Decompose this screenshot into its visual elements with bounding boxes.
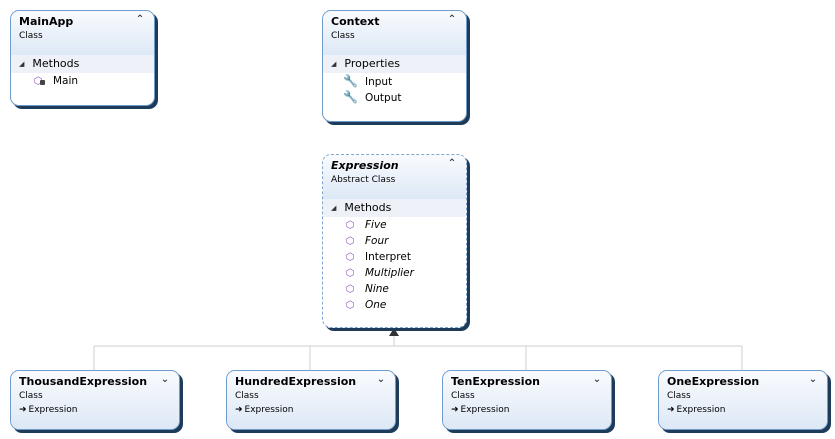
class-header: MainApp Class ⌃ [11, 11, 154, 55]
class-name: ThousandExpression [19, 375, 148, 388]
method-icon: ⬡ [345, 236, 355, 247]
private-lock-icon [40, 80, 45, 85]
collapse-chevron-icon[interactable]: ⌃ [447, 14, 457, 25]
member-label: Interpret [365, 251, 411, 263]
class-name: MainApp [19, 15, 74, 28]
member-label: Input [365, 76, 393, 88]
class-thousandexpression[interactable]: ThousandExpression Class ➜Expression ⌄ [10, 370, 180, 430]
class-name: Expression [331, 159, 399, 172]
member-label: Four [365, 235, 389, 247]
class-oneexpression[interactable]: OneExpression Class ➜Expression ⌄ [658, 370, 828, 430]
section-label: Methods [344, 201, 392, 214]
expand-chevron-icon[interactable]: ⌄ [376, 374, 386, 385]
method-icon: ⬡ [345, 268, 355, 279]
base-class: ➜Expression [235, 404, 387, 416]
inheritance-arrowhead [389, 328, 399, 336]
class-context[interactable]: Context Class ⌃ ◢ Properties 🔧 Input 🔧 Outp… [322, 10, 467, 122]
class-expression[interactable]: Expression Abstract Class ⌃ ◢ Methods ⬡ Fi… [322, 154, 467, 328]
class-name: HundredExpression [235, 375, 357, 388]
class-stereotype: Class [235, 391, 259, 401]
class-header: TenExpression Class ➜Expression ⌄ [443, 371, 611, 429]
method-icon: ⬡ [345, 252, 355, 263]
class-stereotype: Class [19, 391, 43, 401]
class-name: TenExpression [451, 375, 540, 388]
class-header: HundredExpression Class ➜Expression ⌄ [227, 371, 395, 429]
properties-section: ◢ Properties 🔧 Input 🔧 Output [323, 55, 466, 105]
collapse-chevron-icon[interactable]: ⌃ [447, 158, 457, 169]
member-five[interactable]: ⬡ Five [323, 217, 466, 233]
wrench-icon: 🔧 [343, 74, 358, 88]
class-header: OneExpression Class ➜Expression ⌄ [659, 371, 827, 429]
member-one[interactable]: ⬡ One [323, 297, 466, 313]
section-label: Properties [344, 57, 400, 70]
class-stereotype: Class [451, 391, 475, 401]
inherit-arrow-icon: ➜ [451, 405, 459, 415]
inherit-arrow-icon: ➜ [235, 405, 243, 415]
class-name: Context [331, 15, 380, 28]
class-name: OneExpression [667, 375, 760, 388]
base-class-name: Expression [28, 405, 78, 415]
expand-chevron-icon[interactable]: ⌄ [592, 374, 602, 385]
class-stereotype: Class [19, 31, 43, 41]
member-label: Five [365, 219, 387, 231]
member-label: One [365, 299, 387, 311]
collapse-triangle-icon: ◢ [19, 60, 25, 68]
expand-chevron-icon[interactable]: ⌄ [160, 374, 170, 385]
member-input[interactable]: 🔧 Input [323, 73, 466, 89]
member-four[interactable]: ⬡ Four [323, 233, 466, 249]
section-toggle-methods[interactable]: ◢ Methods [11, 55, 154, 73]
member-output[interactable]: 🔧 Output [323, 89, 466, 105]
class-tenexpression[interactable]: TenExpression Class ➜Expression ⌄ [442, 370, 612, 430]
wrench-icon: 🔧 [343, 90, 358, 104]
inherit-arrow-icon: ➜ [19, 405, 27, 415]
base-class-name: Expression [676, 405, 726, 415]
method-icon: ⬡ [33, 76, 43, 87]
base-class-name: Expression [460, 405, 510, 415]
member-label: Multiplier [365, 267, 414, 279]
member-interpret[interactable]: ⬡ Interpret [323, 249, 466, 265]
collapse-triangle-icon: ◢ [331, 60, 337, 68]
section-label: Methods [32, 57, 80, 70]
class-hundredexpression[interactable]: HundredExpression Class ➜Expression ⌄ [226, 370, 396, 430]
base-class-name: Expression [244, 405, 294, 415]
member-label: Nine [365, 283, 389, 295]
class-stereotype: Class [331, 31, 355, 41]
method-icon: ⬡ [345, 300, 355, 311]
expand-chevron-icon[interactable]: ⌄ [808, 374, 818, 385]
member-multiplier[interactable]: ⬡ Multiplier [323, 265, 466, 281]
class-header: ThousandExpression Class ➜Expression ⌄ [11, 371, 179, 429]
base-class: ➜Expression [19, 404, 171, 416]
member-label: Main [53, 75, 79, 87]
collapse-triangle-icon: ◢ [331, 204, 337, 212]
class-stereotype: Class [667, 391, 691, 401]
member-label: Output [365, 92, 402, 104]
collapse-chevron-icon[interactable]: ⌃ [135, 14, 145, 25]
class-mainapp[interactable]: MainApp Class ⌃ ◢ Methods ⬡ Main [10, 10, 155, 106]
class-header: Context Class ⌃ [323, 11, 466, 55]
member-main[interactable]: ⬡ Main [11, 73, 154, 89]
base-class: ➜Expression [451, 404, 603, 416]
method-icon: ⬡ [345, 284, 355, 295]
section-toggle-properties[interactable]: ◢ Properties [323, 55, 466, 73]
methods-section: ◢ Methods ⬡ Main [11, 55, 154, 89]
inherit-arrow-icon: ➜ [667, 405, 675, 415]
base-class: ➜Expression [667, 404, 819, 416]
class-stereotype: Abstract Class [331, 175, 396, 185]
method-icon: ⬡ [345, 220, 355, 231]
section-toggle-methods[interactable]: ◢ Methods [323, 199, 466, 217]
methods-section: ◢ Methods ⬡ Five ⬡ Four ⬡ Interpret ⬡ Multipl… [323, 199, 466, 313]
class-header: Expression Abstract Class ⌃ [323, 155, 466, 199]
member-nine[interactable]: ⬡ Nine [323, 281, 466, 297]
